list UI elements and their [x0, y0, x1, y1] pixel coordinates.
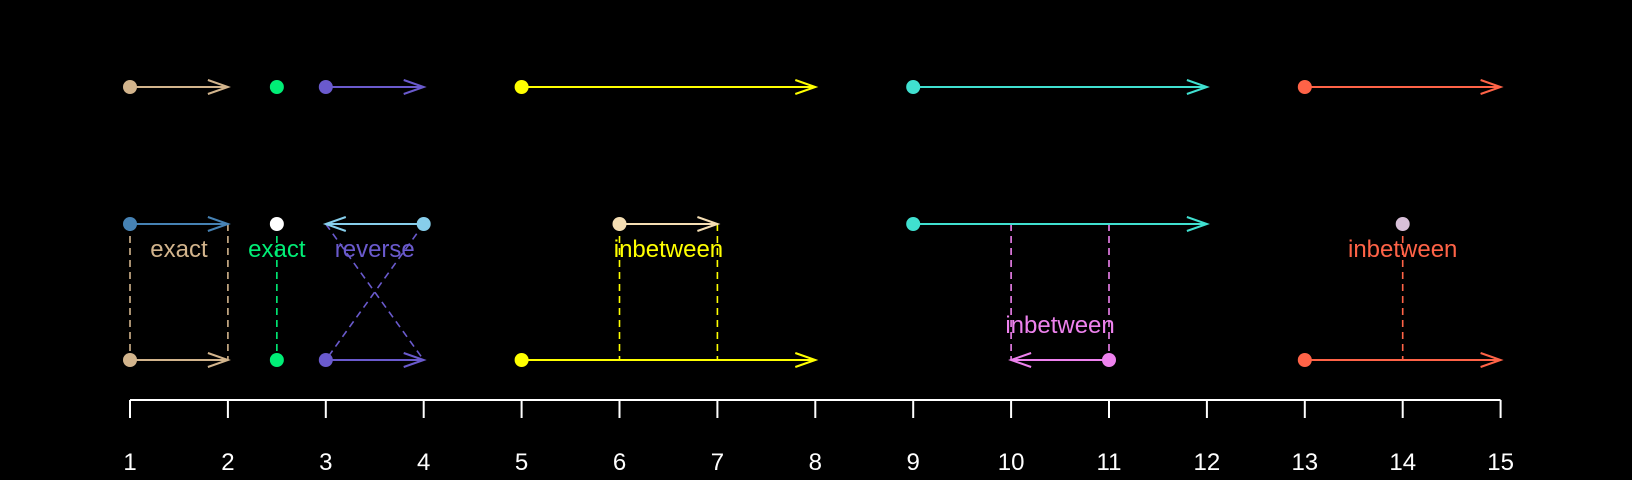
tick-label-14: 14 [1389, 449, 1416, 476]
arrow-head-icon [1008, 352, 1032, 368]
top-interval-3 [514, 79, 819, 95]
interval-start-point [1102, 353, 1116, 367]
relation-label-3: inbetween [614, 236, 723, 263]
top-interval-5 [1297, 79, 1504, 95]
connector-line-4 [325, 223, 425, 361]
arrow-head-icon [207, 352, 231, 368]
middle-interval-1 [269, 217, 284, 231]
middle-interval-2 [322, 216, 431, 232]
top-interval-1 [269, 80, 284, 94]
tick-label-2: 2 [221, 449, 234, 476]
connector-line-3 [325, 223, 425, 361]
connector-layer [129, 223, 1404, 361]
middle-interval-3 [612, 216, 721, 232]
tick-label-6: 6 [613, 449, 626, 476]
tick-label-11: 11 [1097, 449, 1122, 476]
interval-start-point [514, 353, 529, 367]
top-interval-0 [123, 79, 231, 95]
interval-start-point [906, 217, 921, 231]
middle-interval-4 [906, 216, 1210, 232]
interval-start-point [269, 217, 284, 231]
tick-label-9: 9 [907, 449, 920, 476]
interval-start-point [1297, 353, 1312, 367]
relation-label-5: inbetween [1348, 236, 1457, 263]
arrow-head-icon [1480, 79, 1504, 95]
top-interval-2 [318, 79, 427, 95]
top-interval-4 [906, 79, 1210, 95]
bottom-interval-1 [269, 353, 284, 367]
tick-label-4: 4 [417, 449, 430, 476]
tick-label-12: 12 [1194, 449, 1221, 476]
bottom-interval-0 [123, 352, 231, 368]
bottom-interval-4 [1008, 352, 1116, 368]
interval-start-point [318, 80, 333, 94]
arrow-head-icon [1186, 79, 1210, 95]
interval-start-point [906, 80, 921, 94]
tick-label-1: 1 [123, 449, 136, 476]
arrow-head-icon [794, 79, 819, 95]
middle-interval-0 [123, 216, 231, 232]
bottom-interval-5 [1297, 352, 1504, 368]
interval-start-point [123, 80, 137, 94]
tick-label-5: 5 [515, 449, 528, 476]
arrow-head-icon [403, 352, 427, 368]
arrow-head-icon [207, 79, 231, 95]
arrow-head-icon [207, 216, 231, 232]
tick-label-13: 13 [1291, 449, 1318, 476]
relation-label-1: exact [248, 236, 306, 263]
arrow-head-icon [794, 352, 819, 368]
arrow-head-icon [697, 216, 721, 232]
tick-label-7: 7 [711, 449, 724, 476]
interval-start-point [1395, 217, 1410, 231]
interval-start-point [416, 217, 431, 231]
tick-label-8: 8 [809, 449, 822, 476]
arrow-head-icon [322, 216, 347, 232]
relation-label-0: exact [150, 236, 208, 263]
interval-start-point [612, 217, 627, 231]
relation-label-2: reverse [335, 236, 415, 263]
tick-label-10: 10 [998, 449, 1025, 476]
tick-label-15: 15 [1487, 449, 1514, 476]
interval-start-point [123, 353, 137, 367]
bottom-interval-3 [514, 352, 819, 368]
interval-start-point [1297, 80, 1312, 94]
tick-label-3: 3 [319, 449, 332, 476]
arrow-head-icon [1480, 352, 1504, 368]
interval-start-point [269, 353, 284, 367]
interval-start-point [514, 80, 529, 94]
bottom-interval-2 [318, 352, 427, 368]
label-layer: exact exact reverse inbetween inbetween inbet… [150, 236, 1457, 339]
relation-label-4: inbetween [1005, 312, 1114, 339]
interval-start-point [269, 80, 284, 94]
interval-start-point [318, 353, 333, 367]
arrow-head-icon [403, 79, 427, 95]
interval-layer [123, 79, 1504, 368]
arrow-head-icon [1186, 216, 1210, 232]
interval-start-point [123, 217, 137, 231]
middle-interval-5 [1395, 217, 1410, 231]
